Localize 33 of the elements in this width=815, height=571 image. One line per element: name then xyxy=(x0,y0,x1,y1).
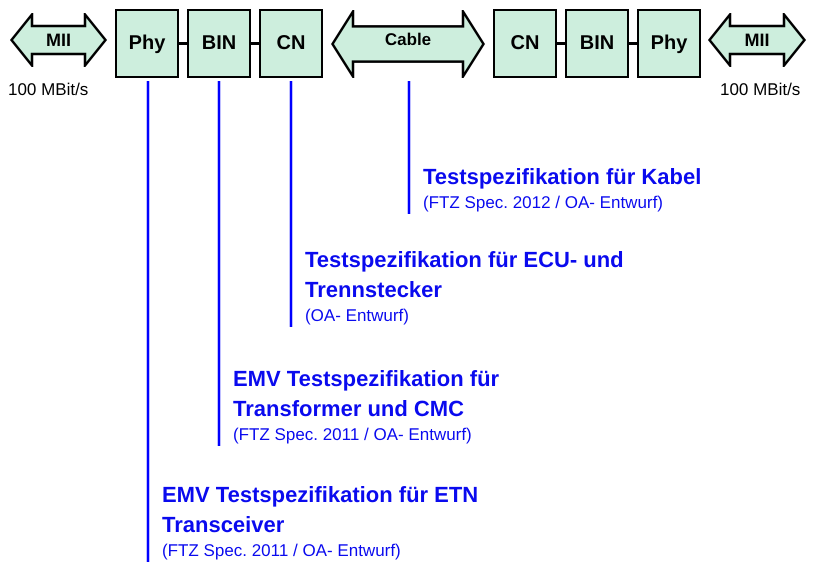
block-label: Phy xyxy=(650,32,688,55)
connector-line xyxy=(179,42,187,45)
spec-title: EMV Testspezifikation für Transformer und CMC xyxy=(233,365,500,423)
block-label: BIN xyxy=(202,32,236,55)
data-rate-label: 100 MBit/s xyxy=(8,80,88,100)
spec-title: EMV Testspezifikation für ETN Transceiver xyxy=(162,481,480,539)
spec-note: (OA- Entwurf) xyxy=(305,305,410,327)
leader-line xyxy=(146,81,150,562)
data-rate-label: 100 MBit/s xyxy=(720,80,800,100)
block-label: CN xyxy=(510,32,540,55)
spec-note: (FTZ Spec. 2011 / OA- Entwurf) xyxy=(162,540,402,562)
interface-label: MII xyxy=(744,30,770,50)
connector-line xyxy=(557,42,565,45)
block-box xyxy=(259,9,323,78)
leader-line xyxy=(408,81,410,214)
block-box xyxy=(637,9,701,78)
leader-line xyxy=(290,81,292,327)
interface-label: Cable xyxy=(384,30,432,50)
leader-line xyxy=(218,81,220,446)
block-box xyxy=(115,9,179,78)
spec-note: (FTZ Spec. 2012 / OA- Entwurf) xyxy=(423,192,664,214)
block-box xyxy=(565,9,629,78)
block-label: Phy xyxy=(128,32,166,55)
connector-line xyxy=(251,42,259,45)
block-box xyxy=(187,9,251,78)
interface-label: MII xyxy=(46,30,71,50)
block-label: CN xyxy=(276,32,306,55)
spec-title: Testspezifikation für ECU- und Trennstecker xyxy=(305,246,625,304)
spec-title: Testspezifikation für Kabel xyxy=(423,163,702,191)
block-box xyxy=(493,9,557,78)
spec-note: (FTZ Spec. 2011 / OA- Entwurf) xyxy=(233,424,473,446)
connector-line xyxy=(629,42,637,45)
block-label: BIN xyxy=(580,32,614,55)
